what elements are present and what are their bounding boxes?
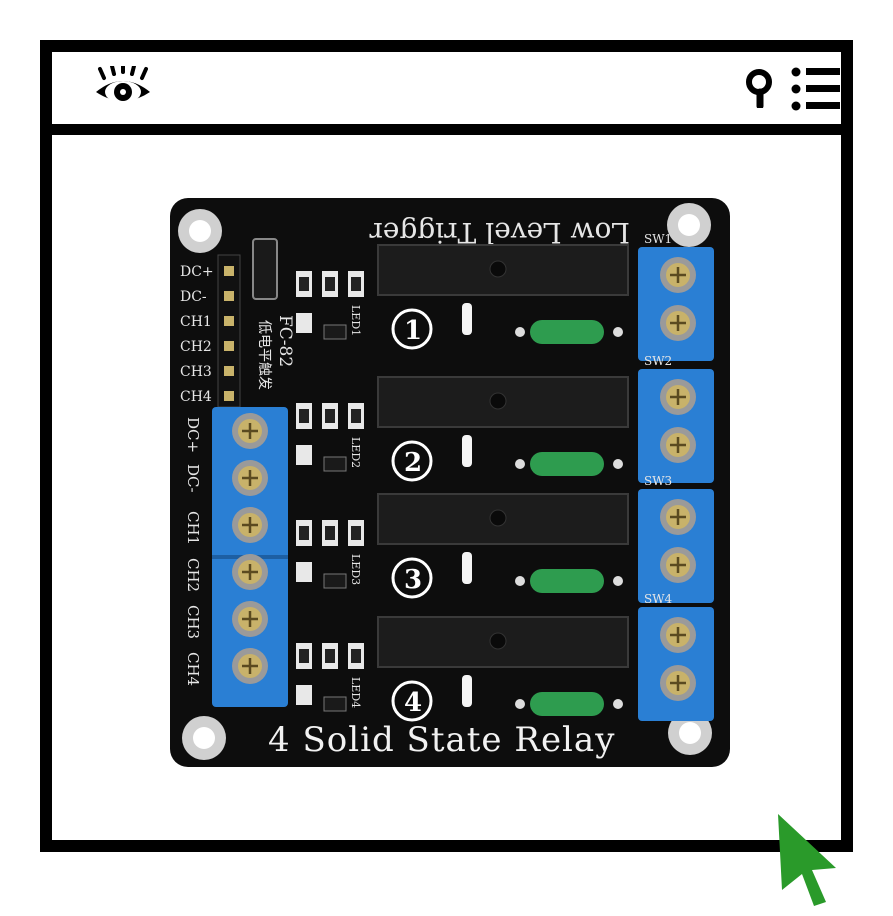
transistor xyxy=(323,456,347,472)
varistor xyxy=(530,692,604,716)
terminal-label: DC- xyxy=(184,464,202,493)
header-pin-label: DC+ xyxy=(180,264,214,280)
channel-badge-number: 2 xyxy=(404,448,422,478)
terminal-screw xyxy=(232,460,268,496)
varistor xyxy=(530,569,604,593)
terminal-label: CH2 xyxy=(184,558,202,592)
terminal-label: CH3 xyxy=(184,605,202,639)
led-label: LED1 xyxy=(349,305,362,336)
channel-badge xyxy=(391,308,433,350)
relay-channel-4: LED4 4 xyxy=(296,616,629,722)
mount-hole xyxy=(178,209,222,253)
channel-badge xyxy=(391,680,433,722)
switch-label: SW3 xyxy=(644,474,672,488)
pcb-slot xyxy=(462,675,472,707)
mount-hole xyxy=(182,716,226,760)
jumper xyxy=(252,238,278,300)
mount-hole xyxy=(668,711,712,755)
led-label: LED4 xyxy=(349,677,362,708)
varistor xyxy=(530,452,604,476)
header-pin xyxy=(224,291,234,301)
eye-icon[interactable] xyxy=(92,66,154,110)
header-pin xyxy=(224,391,234,401)
relay-channel-2: LED2 2 xyxy=(296,376,629,482)
header-pin-label: CH1 xyxy=(180,314,212,330)
header-pin xyxy=(224,266,234,276)
smd-led xyxy=(296,313,312,333)
terminal-screw xyxy=(232,554,268,590)
switch-label: SW2 xyxy=(644,354,672,368)
ssr-relay-body xyxy=(377,244,629,296)
terminal-screw xyxy=(232,507,268,543)
terminal-screw xyxy=(232,413,268,449)
led-label: LED2 xyxy=(349,437,362,468)
smd-led xyxy=(296,562,312,582)
terminal-screw xyxy=(232,648,268,684)
channel-badge-number: 1 xyxy=(404,316,422,346)
terminal-block-sw4: SW4 xyxy=(638,592,714,721)
header-pin xyxy=(224,366,234,376)
terminal-block-sw3: SW3 xyxy=(638,474,714,603)
header-pin-label: DC- xyxy=(180,289,207,305)
cursor-arrow-icon xyxy=(778,814,836,906)
transistor xyxy=(323,696,347,712)
pin-header xyxy=(217,254,241,408)
model-label: FC-82 xyxy=(275,315,295,367)
terminal-label: DC+ xyxy=(184,417,202,453)
relay-channel-1: LED1 1 xyxy=(296,244,629,350)
terminal-label: CH1 xyxy=(184,511,202,545)
smd-led xyxy=(296,445,312,465)
smd-led xyxy=(296,685,312,705)
terminal-block-sw2: SW2 xyxy=(638,354,714,483)
title-bar xyxy=(52,52,841,135)
channel-badge-number: 4 xyxy=(404,688,422,718)
header-pin-label: CH4 xyxy=(180,389,212,405)
transistor xyxy=(323,573,347,589)
switch-label: SW1 xyxy=(644,232,672,246)
header-pin xyxy=(224,316,234,326)
channel-badge xyxy=(391,557,433,599)
transistor xyxy=(323,324,347,340)
switch-label: SW4 xyxy=(644,592,673,606)
terminal-screw xyxy=(232,601,268,637)
mount-hole xyxy=(667,203,711,247)
pcb-slot xyxy=(462,303,472,335)
top-silkscreen: Low Level Trigger xyxy=(369,216,630,249)
terminal-screws-left xyxy=(232,413,268,684)
channel-badge-number: 3 xyxy=(404,565,422,595)
terminal-block-sw1: SW1 xyxy=(638,232,714,361)
list-menu-icon[interactable] xyxy=(790,66,842,112)
search-icon[interactable] xyxy=(744,68,778,108)
header-pin-label: CH2 xyxy=(180,339,212,355)
header-pin-label: CH3 xyxy=(180,364,212,380)
chinese-label: 低电平触发 xyxy=(256,320,272,390)
header-pin xyxy=(224,341,234,351)
pcb-slot xyxy=(462,435,472,467)
board-title: 4 Solid State Relay xyxy=(268,720,615,760)
pcb-slot xyxy=(462,552,472,584)
relay-channel-3: LED3 3 xyxy=(296,493,629,599)
led-label: LED3 xyxy=(349,554,362,585)
terminal-label: CH4 xyxy=(184,652,202,686)
channel-badge xyxy=(391,440,433,482)
varistor xyxy=(530,320,604,344)
